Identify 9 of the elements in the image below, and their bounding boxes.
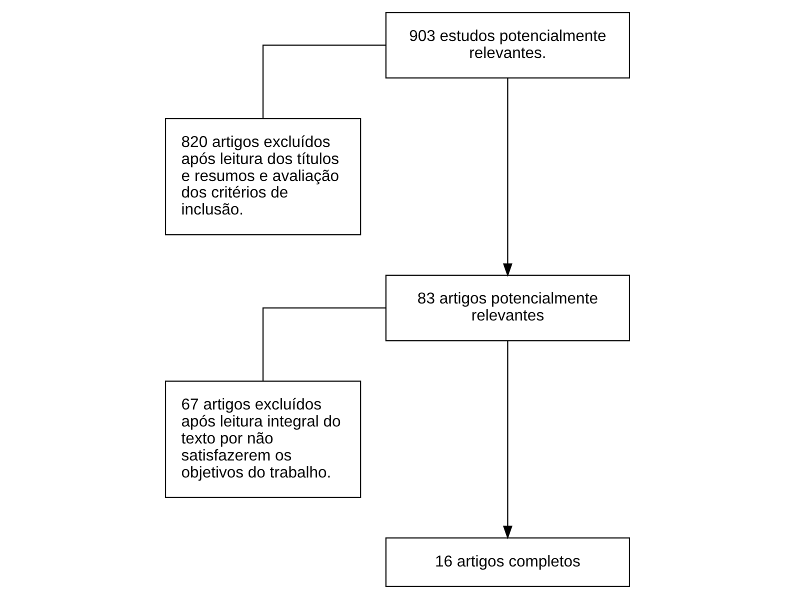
arrow	[502, 78, 512, 277]
arrow	[502, 340, 512, 540]
connector	[262, 44, 386, 118]
node-box: 903 estudos potencialmente relevantes.	[385, 12, 630, 78]
node-box: 16 artigos completos	[385, 537, 630, 588]
node-box: 83 artigos potencialmente relevantes	[385, 274, 630, 342]
connector	[262, 307, 386, 381]
node-box: 67 artigos excluídos após leitura integral do texto por não satisfazerem os objetivos do trabalho.	[164, 380, 362, 498]
node-box: 820 artigos excluídos após leitura dos títulos e resumos e avaliação dos critérios de inclusão.	[164, 118, 362, 236]
